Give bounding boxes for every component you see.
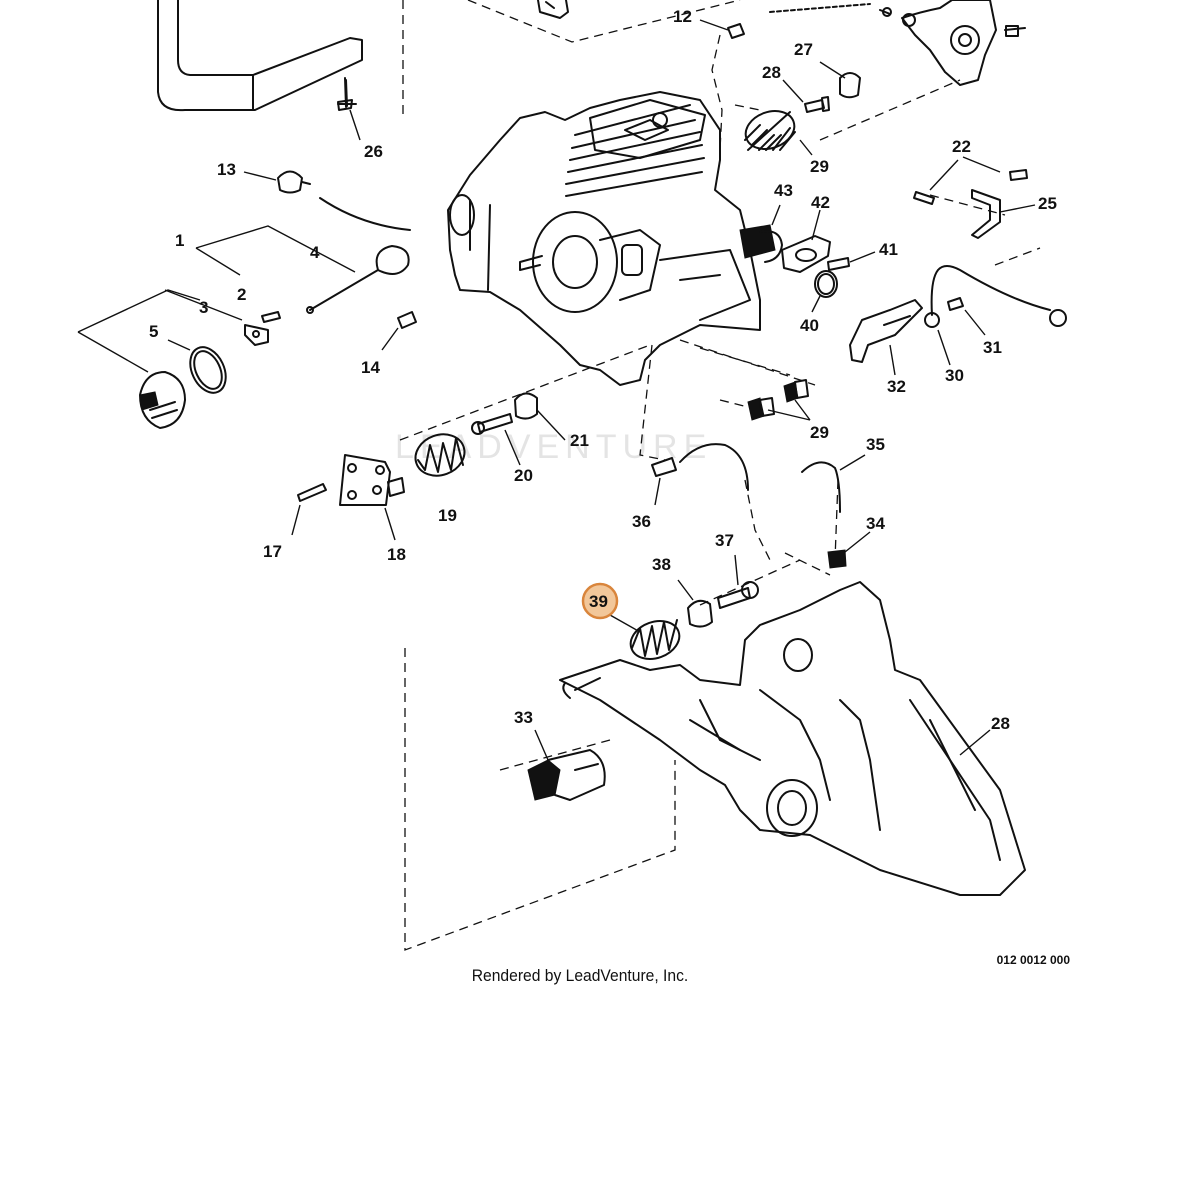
callout-13[interactable]: 13 bbox=[217, 160, 236, 179]
engine-crankcase-part bbox=[447, 91, 761, 386]
rendered-by-credit: Rendered by LeadVenture, Inc. bbox=[471, 966, 689, 985]
callout-12[interactable]: 12 bbox=[673, 7, 692, 26]
callout-41[interactable]: 41 bbox=[879, 240, 898, 259]
intake-boot-part bbox=[527, 749, 606, 801]
parts-left bbox=[139, 170, 417, 429]
callout-19[interactable]: 21 bbox=[570, 431, 589, 450]
callout-30[interactable]: 30 bbox=[945, 366, 964, 385]
spring-39 bbox=[629, 619, 681, 660]
callout-36[interactable]: 36 bbox=[632, 512, 651, 531]
spring-27 bbox=[744, 110, 796, 151]
callout-32[interactable]: 32 bbox=[887, 377, 906, 396]
callout-20[interactable]: 22 bbox=[952, 137, 971, 156]
callout-15[interactable]: 17 bbox=[263, 542, 282, 561]
callout-29[interactable]: 29 bbox=[810, 423, 829, 442]
callout-21[interactable]: 25 bbox=[1038, 194, 1057, 213]
parts-mount-left bbox=[297, 392, 538, 506]
callout-25[interactable]: 27 bbox=[794, 40, 813, 59]
callout-40[interactable]: 40 bbox=[800, 316, 819, 335]
callout-38[interactable]: 38 bbox=[652, 555, 671, 574]
callout-4[interactable]: 4 bbox=[310, 243, 320, 262]
callout-39-highlighted[interactable]: 39 bbox=[581, 582, 619, 620]
rear-handle-tank-part bbox=[559, 581, 1026, 896]
callout-26[interactable]: 28 bbox=[762, 63, 781, 82]
spring-17 bbox=[414, 433, 466, 477]
figure-code: 012 0012 000 bbox=[996, 953, 1070, 967]
parts-center-mid bbox=[651, 379, 847, 569]
callout-3[interactable]: 3 bbox=[199, 298, 208, 317]
parts-top-small bbox=[337, 23, 861, 151]
callout-37[interactable]: 37 bbox=[715, 531, 734, 550]
parts-right-mid bbox=[739, 169, 1067, 363]
callout-17[interactable]: 19 bbox=[438, 506, 457, 525]
callout-14[interactable]: 14 bbox=[361, 358, 380, 377]
callout-39[interactable]: 39 bbox=[589, 592, 608, 611]
oil-pump-part bbox=[769, 0, 1026, 86]
callout-34[interactable]: 34 bbox=[866, 514, 885, 533]
callout-22[interactable]: 26 bbox=[364, 142, 383, 161]
callout-5[interactable]: 5 bbox=[149, 322, 158, 341]
callout-35[interactable]: 35 bbox=[866, 435, 885, 454]
callout-31[interactable]: 31 bbox=[983, 338, 1002, 357]
callout-43[interactable]: 43 bbox=[774, 181, 793, 200]
callout-28[interactable]: 28 bbox=[991, 714, 1010, 733]
callout-1[interactable]: 1 bbox=[175, 231, 184, 250]
callout-16[interactable]: 18 bbox=[387, 545, 406, 564]
parts-lower-center bbox=[629, 581, 759, 660]
top-bracket-part bbox=[537, 0, 569, 19]
callout-42[interactable]: 42 bbox=[811, 193, 830, 212]
callout-highlight-circle bbox=[581, 582, 619, 620]
callout-labels: 12 26 27 28 29 13 1 4 2 3 5 14 22 25 43 … bbox=[149, 7, 1057, 733]
front-handle-part bbox=[157, 0, 363, 112]
callout-33[interactable]: 33 bbox=[514, 708, 533, 727]
callout-2[interactable]: 2 bbox=[237, 285, 246, 304]
callout-27[interactable]: 29 bbox=[810, 157, 829, 176]
callout-18[interactable]: 20 bbox=[514, 466, 533, 485]
leader-lines bbox=[77, 19, 1036, 761]
